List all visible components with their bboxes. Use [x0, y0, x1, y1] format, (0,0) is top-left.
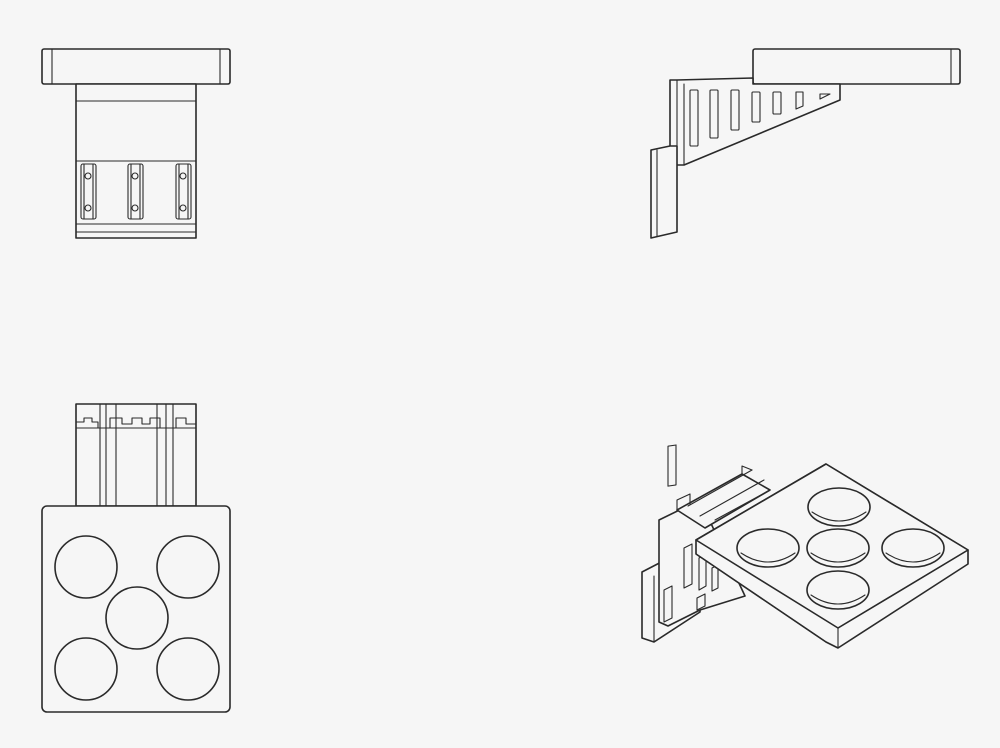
top-shelf-plate — [41, 505, 231, 713]
side-wall-plate — [650, 145, 678, 239]
side-view — [650, 48, 961, 239]
iso-hole-4 — [881, 528, 945, 568]
side-truss-slots — [689, 89, 831, 147]
iso-hole-2 — [736, 528, 800, 568]
iso-hole-1 — [807, 487, 871, 527]
top-hole-1 — [54, 535, 118, 599]
top-hole-5 — [156, 637, 220, 701]
top-hole-4 — [54, 637, 118, 701]
isometric-view — [641, 444, 969, 649]
iso-hole-3 — [806, 528, 870, 568]
iso-hole-5 — [806, 570, 870, 610]
top-view — [41, 403, 231, 713]
top-hole-2 — [156, 535, 220, 599]
front-mount-slot-right — [175, 163, 192, 220]
side-shelf-plate — [752, 48, 961, 85]
front-shelf-plate — [41, 48, 231, 85]
top-rear-rails — [75, 403, 197, 507]
front-view — [41, 48, 231, 239]
front-mount-slot-middle — [127, 163, 144, 220]
top-hole-3 — [105, 586, 169, 650]
front-mount-slot-left — [80, 163, 97, 220]
iso-holes — [736, 487, 945, 610]
